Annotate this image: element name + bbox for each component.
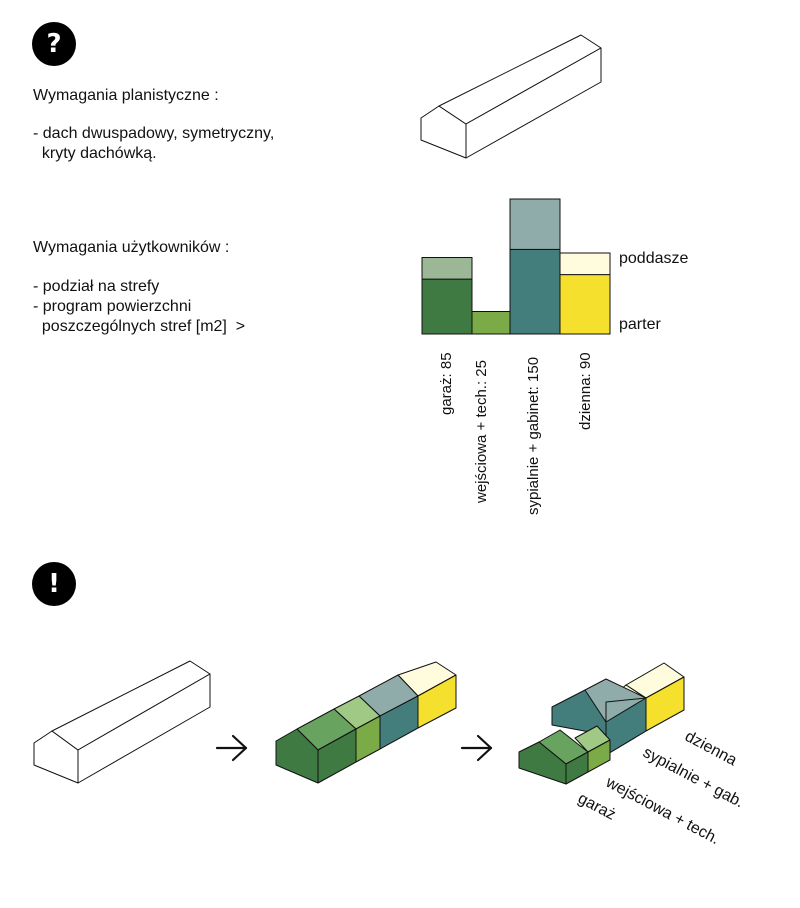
bar-day-poddasze [559, 252, 611, 276]
users-item-2: - program powierzchni [33, 298, 192, 315]
bar-day-parter [559, 274, 611, 335]
users-item-1: - podział na strefy [33, 278, 160, 295]
arrow-right-icon-2 [460, 734, 493, 762]
users-title: Wymagania użytkowników : [33, 239, 230, 256]
level-upper-label: poddasze [619, 250, 689, 267]
level-lower-label: parter [619, 316, 661, 333]
bar-garage-poddasze [421, 257, 473, 280]
exploded-house [518, 662, 685, 785]
arrow-right-icon-1 [215, 734, 248, 762]
planning-title: Wymagania planistyczne : [33, 87, 219, 104]
question-badge: ? [32, 22, 76, 66]
planning-item-2: kryty dachówką. [33, 145, 157, 162]
bar-bedroom-poddasze [509, 198, 561, 250]
house-outline-bottom [33, 660, 211, 784]
bar-garage-parter [421, 278, 473, 335]
bar-bedroom-parter [509, 248, 561, 335]
users-item-3: poszczególnych stref [m2] > [33, 318, 246, 335]
question-icon: ? [46, 29, 62, 59]
zoned-house [275, 661, 457, 784]
exclamation-icon: ! [48, 569, 60, 599]
planning-item-1: - dach dwuspadowy, symetryczny, [33, 125, 275, 142]
exclamation-badge: ! [32, 562, 76, 606]
